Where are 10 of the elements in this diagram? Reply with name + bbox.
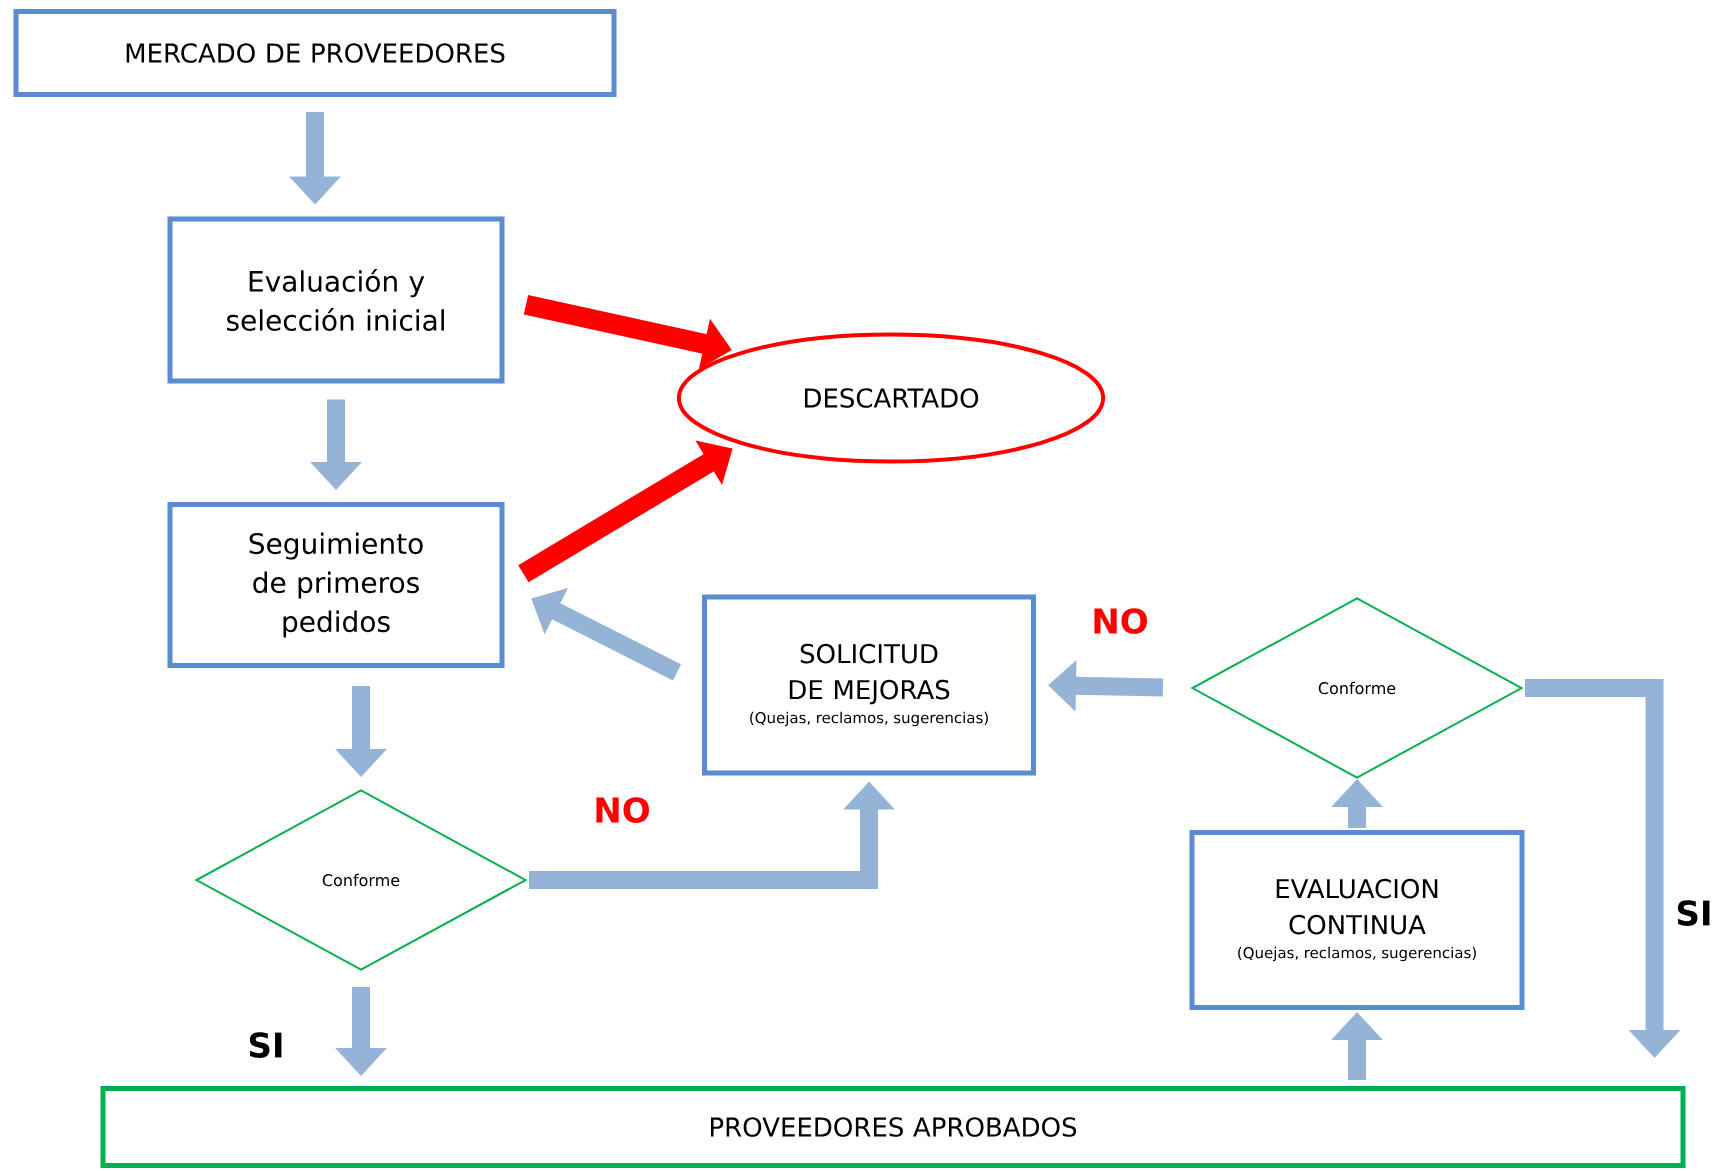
process-box: PROVEEDORES APROBADOS	[100, 1086, 1686, 1168]
process-box: SOLICITUD DE MEJORAS (Quejas, reclamos, sugerencias)	[702, 594, 1036, 776]
edge-label: NO	[596, 797, 649, 823]
process-box: EVALUACION CONTINUA (Quejas, reclamos, sugerencias)	[1189, 830, 1525, 1010]
process-box: Evaluación y selección inicial	[167, 216, 505, 384]
edge-label: NO	[1094, 608, 1147, 634]
edge-label: SI	[249, 1032, 282, 1058]
edge-label: SI	[1677, 900, 1710, 926]
process-box: MERCADO DE PROVEEDORES	[13, 9, 617, 97]
process-box: Seguimiento de primeros pedidos	[167, 502, 505, 668]
